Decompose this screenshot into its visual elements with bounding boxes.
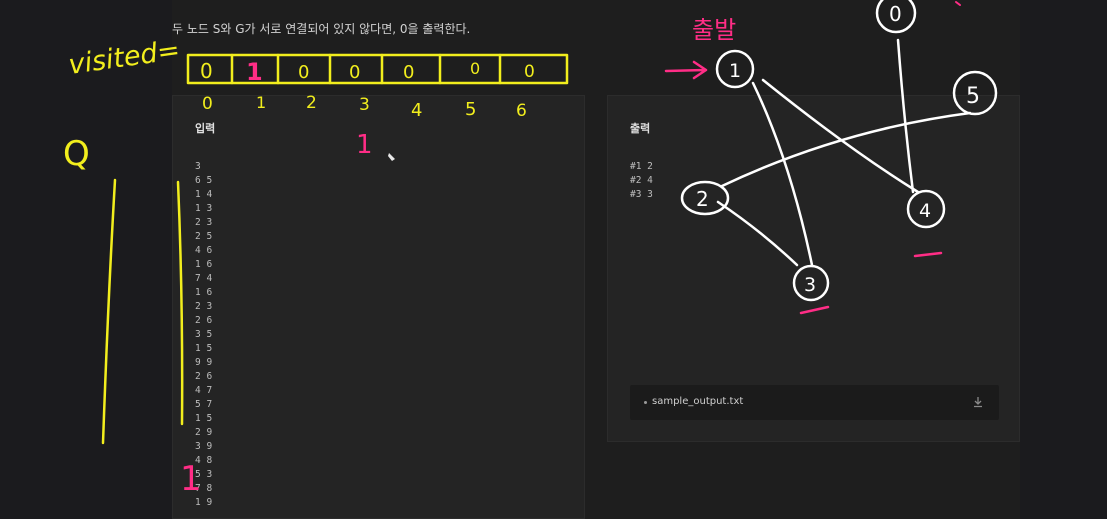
- visited-value-1: 1: [246, 58, 263, 86]
- visited-index-3: 3: [359, 95, 370, 115]
- problem-description: 두 노드 S와 G가 서로 연결되어 있지 않다면, 0을 출력한다.: [172, 22, 471, 36]
- visited-value-0: 0: [200, 59, 213, 83]
- visited-array: [186, 53, 569, 85]
- input-lines: 3 6 5 1 4 1 3 2 3 2 5 4 6 1 6 7 4 1 6 2 3 2 6 3 5 1 5…: [195, 160, 212, 510]
- graph-node-label-4: 4: [919, 200, 931, 222]
- visited-value-3: 0: [349, 62, 360, 83]
- file-bullet-icon: [644, 401, 647, 404]
- input-line: 5 3: [195, 469, 213, 480]
- graph-node-label-2: 2: [696, 187, 709, 211]
- input-line: 1 6: [195, 259, 213, 270]
- input-line: 2 3: [195, 217, 213, 228]
- output-line: #1 2: [630, 161, 653, 172]
- input-line: 5 7: [195, 399, 213, 410]
- output-line: #2 4: [630, 175, 653, 186]
- output-line: #3 3: [630, 189, 653, 200]
- input-line: 2 9: [195, 427, 213, 438]
- graph-node-5: 5: [952, 70, 998, 116]
- graph-edges: [716, 38, 972, 267]
- input-line: 1 3: [195, 203, 213, 214]
- input-line: 1 4: [195, 189, 213, 200]
- input-line: 3 5: [195, 329, 213, 340]
- queue-left-line: [101, 178, 117, 445]
- input-line: 4 7: [195, 385, 213, 396]
- queue-right-line: [176, 180, 184, 426]
- graph-node-label-1: 1: [729, 60, 741, 82]
- visited-label: visited=: [67, 35, 182, 81]
- graph-node-label-5: 5: [966, 84, 980, 109]
- input-line: 3: [195, 161, 201, 172]
- visited-index-6: 6: [516, 101, 527, 121]
- input-panel: 입력 3 6 5 1 4 1 3 2 3 2 5 4 6 1 6 7 4 1 6 2 3 2 6 3 5…: [172, 95, 585, 519]
- input-line: 1 9: [195, 497, 213, 508]
- download-icon[interactable]: [971, 395, 985, 409]
- graph-node-1: 1: [715, 49, 755, 89]
- graph-node-0: 0: [875, 0, 917, 34]
- graph-node-2: 2: [680, 180, 730, 216]
- input-line: 2 6: [195, 371, 213, 382]
- input-line: 1 5: [195, 343, 213, 354]
- input-line: 3 9: [195, 441, 213, 452]
- visited-value-6: 0: [524, 62, 535, 82]
- pink-partial-mark: [955, 1, 961, 6]
- input-line: 2 5: [195, 231, 213, 242]
- file-name: sample_output.txt: [652, 396, 744, 407]
- input-line: 1 6: [195, 287, 213, 298]
- graph-node-label-3: 3: [804, 274, 816, 296]
- node-4-underline: [913, 251, 943, 258]
- visited-index-0: 0: [202, 94, 213, 114]
- node-3-underline: [799, 305, 830, 315]
- queue-item: 1: [180, 459, 202, 499]
- output-panel: 출력 #1 2 #2 4 #3 3 sample_output.txt: [607, 95, 1020, 442]
- start-label: 출발: [692, 16, 736, 44]
- input-line: 6 5: [195, 175, 213, 186]
- graph-node-3: 3: [792, 264, 830, 302]
- visited-index-1: 1: [256, 93, 266, 112]
- input-line: 4 6: [195, 245, 213, 256]
- input-panel-title: 입력: [195, 122, 216, 135]
- graph-node-4: 4: [906, 189, 946, 229]
- input-line: 7 8: [195, 483, 213, 494]
- visited-value-5: 0: [470, 59, 480, 78]
- input-line: 7 4: [195, 273, 213, 284]
- visited-index-5: 5: [465, 99, 476, 120]
- graph-node-label-0: 0: [889, 2, 902, 26]
- queue-label: Q: [63, 134, 90, 174]
- input-line: 2 3: [195, 301, 213, 312]
- input-line: 2 6: [195, 315, 213, 326]
- output-lines: #1 2 #2 4 #3 3: [630, 160, 653, 202]
- input-line: 1 5: [195, 413, 213, 424]
- output-panel-title: 출력: [630, 122, 651, 135]
- visited-index-4: 4: [411, 100, 422, 121]
- visited-value-4: 0: [403, 62, 414, 83]
- pen-cursor-icon: [388, 153, 395, 161]
- input-line: 9 9: [195, 357, 213, 368]
- sample-output-file[interactable]: sample_output.txt: [630, 385, 999, 420]
- start-arrow: [664, 60, 708, 80]
- visited-value-2: 0: [298, 62, 309, 83]
- visited-index-2: 2: [306, 93, 317, 113]
- input-line: 4 8: [195, 455, 213, 466]
- marker-one: 1: [356, 130, 373, 160]
